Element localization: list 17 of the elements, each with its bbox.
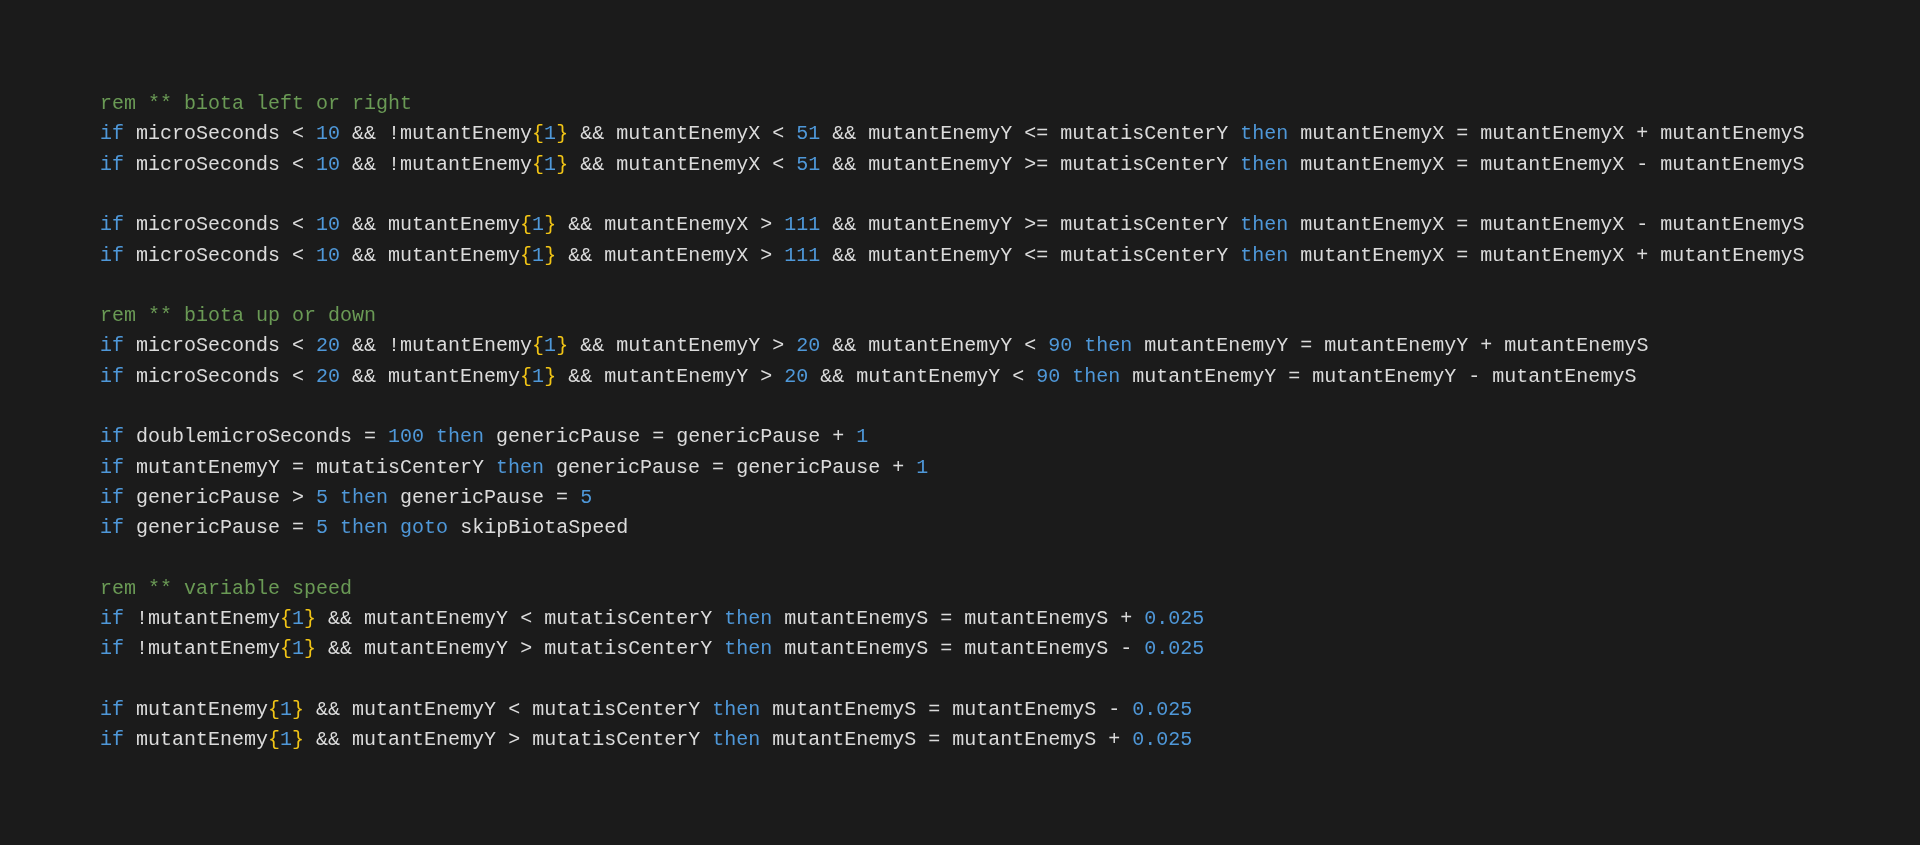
code-line: rem ** biota left or right: [100, 91, 413, 117]
code-line: rem ** biota up or down: [100, 303, 377, 330]
code-line: if !mutantEnemy{1} && mutantEnemyY < mutatisCenterY then mutantEnemyS = mutantEnemyS + 0.025: [100, 606, 1205, 633]
code-line: if microSeconds < 10 && mutantEnemy{1} && mutantEnemyX > 111 && mutantEnemyY >= mutatisCenterY then mutantEnemyX = mutantEnemyX - mutantEnemyS: [100, 212, 1805, 239]
code-line: if microSeconds < 20 && mutantEnemy{1} && mutantEnemyY > 20 && mutantEnemyY < 90 then mutantEnemyY = mutantEnemyY - mutantEnemyS: [100, 363, 1637, 390]
code-line: if mutantEnemyY = mutatisCenterY then genericPause = genericPause + 1: [100, 454, 929, 481]
code-line: if genericPause = 5 then goto skipBiotaSpeed: [100, 515, 629, 542]
code-line: if !mutantEnemy{1} && mutantEnemyY > mutatisCenterY then mutantEnemyS = mutantEnemyS - 0.025: [100, 636, 1205, 663]
code-line: if mutantEnemy{1} && mutantEnemyY > mutatisCenterY then mutantEnemyS = mutantEnemyS + 0.025: [100, 727, 1193, 754]
code-line: if microSeconds < 10 && mutantEnemy{1} && mutantEnemyX > 111 && mutantEnemyY <= mutatisCenterY then mutantEnemyX = mutantEnemyX + mutantEnemyS: [100, 242, 1805, 269]
code-line: if genericPause > 5 then genericPause = 5: [100, 484, 593, 511]
code-line: if doublemicroSeconds = 100 then genericPause = genericPause + 1: [100, 424, 869, 451]
code-line: if microSeconds < 10 && !mutantEnemy{1} && mutantEnemyX < 51 && mutantEnemyY <= mutatisCenterY then mutantEnemyX = mutantEnemyX + mutantEnemyS: [100, 121, 1805, 148]
code-line: if microSeconds < 10 && !mutantEnemy{1} && mutantEnemyX < 51 && mutantEnemyY >= mutatisCenterY then mutantEnemyX = mutantEnemyX - mutantEnemyS: [100, 151, 1805, 178]
code-line: rem ** variable speed: [100, 575, 353, 602]
code-line: if microSeconds < 20 && !mutantEnemy{1} && mutantEnemyY > 20 && mutantEnemyY < 90 then mutantEnemyY = mutantEnemyY + mutantEnemyS: [100, 333, 1649, 360]
code-line: if mutantEnemy{1} && mutantEnemyY < mutatisCenterY then mutantEnemyS = mutantEnemyS - 0.025: [100, 697, 1193, 723]
